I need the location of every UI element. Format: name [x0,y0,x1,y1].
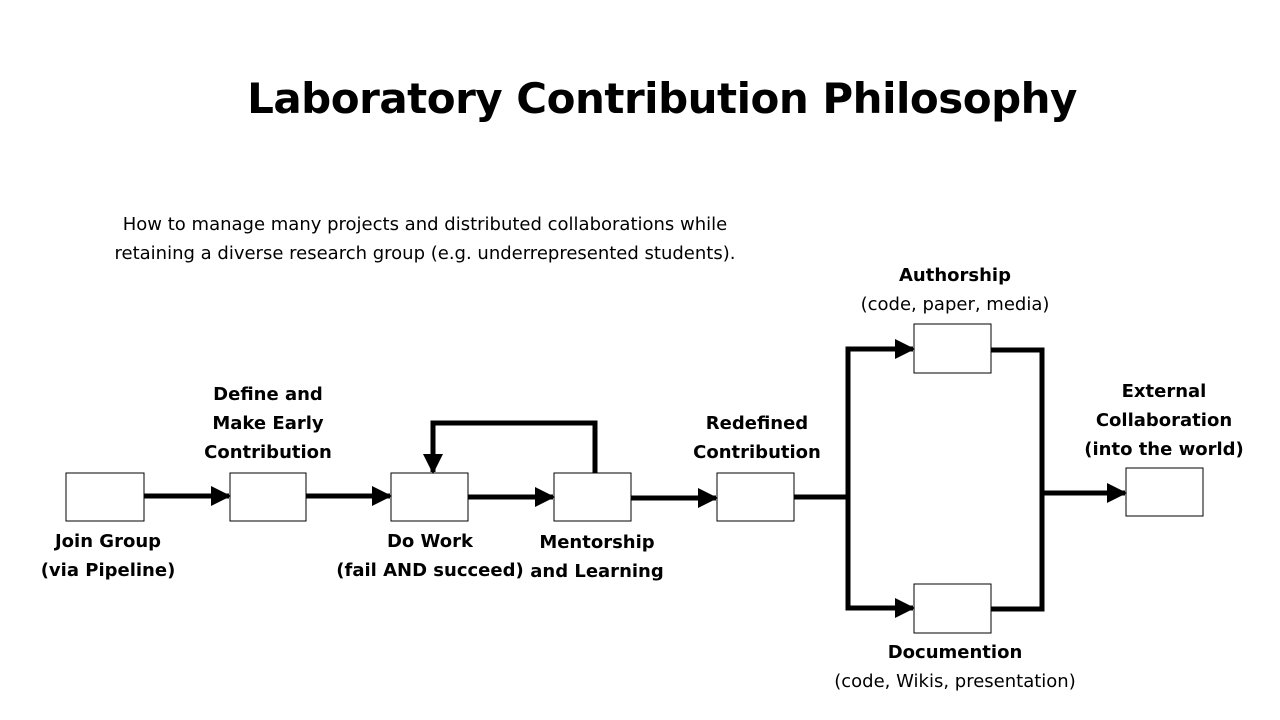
label-external-line2: Collaboration [1095,410,1233,431]
label-external-line3: (into the world) [1084,439,1244,460]
label-join-line1: Join Group [54,531,162,552]
label-mentor-line2: and Learning [530,561,664,582]
connector-documentation-to-merge [991,493,1045,612]
node-box-mentor [553,472,632,522]
label-work-line2: (fail AND succeed) [336,560,524,581]
label-authorship-line1: Authorship [899,265,1011,286]
subtitle: How to manage many projects and distribu… [114,214,736,264]
label-work-line1: Do Work [386,531,473,552]
label-mentor: Mentorship and Learning [517,528,677,586]
label-mentor-line1: Mentorship [539,532,655,553]
label-documentation-line2: (code, Wikis, presentation) [834,671,1076,692]
page-title: Laboratory Contribution Philosophy [247,74,1077,123]
arrow-split-to-authorship [845,339,916,497]
label-redefined-line1: Redefined [705,413,809,434]
label-external: External Collaboration (into the world) [1069,377,1259,464]
label-redefined: Redefined Contribution [677,409,837,467]
label-define: Define and Make Early Contribution [188,380,348,467]
label-define-line3: Contribution [204,442,332,463]
node-box-external [1125,467,1204,517]
label-redefined-line2: Contribution [693,442,821,463]
node-box-authorship [913,323,992,374]
node-box-documentation [913,583,992,634]
label-define-line2: Make Early [212,413,324,434]
label-define-line1: Define and [213,384,323,405]
label-authorship-line2: (code, paper, media) [860,294,1050,315]
label-join: Join Group (via Pipeline) [28,527,188,585]
label-work: Do Work (fail AND succeed) [330,527,530,585]
label-external-line1: External [1121,381,1207,402]
node-box-redefined [716,472,795,522]
label-join-line2: (via Pipeline) [40,560,176,581]
node-box-join [65,472,145,522]
label-documentation: Documention (code, Wikis, presentation) [815,638,1095,696]
connector-authorship-to-merge [991,347,1045,493]
label-documentation-line1: Documention [887,642,1023,663]
node-box-define [229,472,307,522]
node-box-work [390,472,469,522]
label-authorship: Authorship (code, paper, media) [835,261,1075,319]
arrow-split-to-documentation [845,497,916,618]
arrow-mentor-loop-to-work [423,420,598,475]
